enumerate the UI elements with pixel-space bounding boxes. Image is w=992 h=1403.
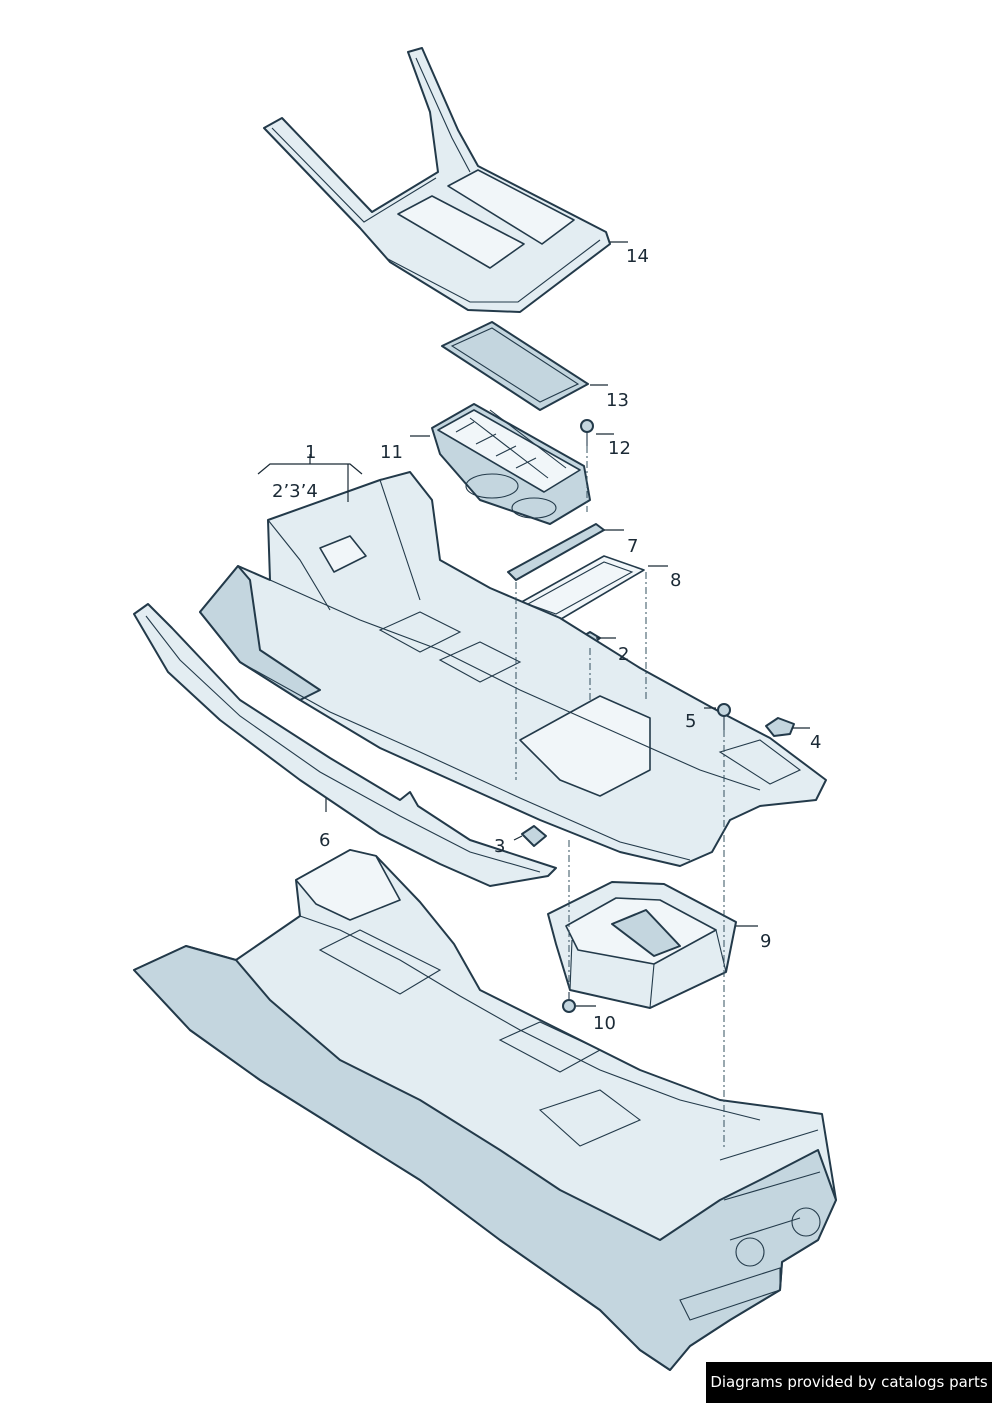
credit-banner: Diagrams provided by catalogs parts (706, 1362, 992, 1403)
callout-7: 7 (627, 536, 638, 557)
part-6-side-trim[interactable] (133, 603, 557, 887)
lower-console-base (133, 849, 837, 1371)
callout-3: 3 (494, 836, 505, 857)
part-9-storage-tray[interactable] (547, 881, 737, 1009)
part-5-screw[interactable] (717, 703, 731, 730)
callout-labels: 1 2’3’4 2 3 4 5 6 7 8 9 10 11 12 13 14 (272, 246, 821, 1034)
callout-1-sub: 2’3’4 (272, 481, 318, 502)
part-4-connector[interactable] (765, 717, 795, 737)
callout-9: 9 (760, 931, 771, 952)
callout-1: 1 (305, 442, 316, 463)
part-3-clip[interactable] (521, 825, 547, 847)
callout-11: 11 (380, 442, 403, 463)
part-14-trim-frame[interactable] (263, 47, 611, 313)
part-13-mat[interactable] (441, 321, 589, 411)
callout-14: 14 (626, 246, 649, 267)
part-1-upper-console[interactable] (199, 471, 827, 867)
callout-5: 5 (685, 711, 696, 732)
callout-12: 12 (608, 438, 631, 459)
callout-2: 2 (618, 644, 629, 665)
part-12-screw[interactable] (580, 419, 594, 512)
callout-4: 4 (810, 732, 821, 753)
callout-6: 6 (319, 830, 330, 851)
callout-10: 10 (593, 1013, 616, 1034)
assembly-guide-lines (515, 572, 725, 1150)
callout-8: 8 (670, 570, 681, 591)
callout-13: 13 (606, 390, 629, 411)
callout-leaders (257, 241, 810, 1007)
part-11-cup-holder[interactable] (431, 403, 591, 525)
part-10-screw[interactable] (562, 992, 576, 1013)
